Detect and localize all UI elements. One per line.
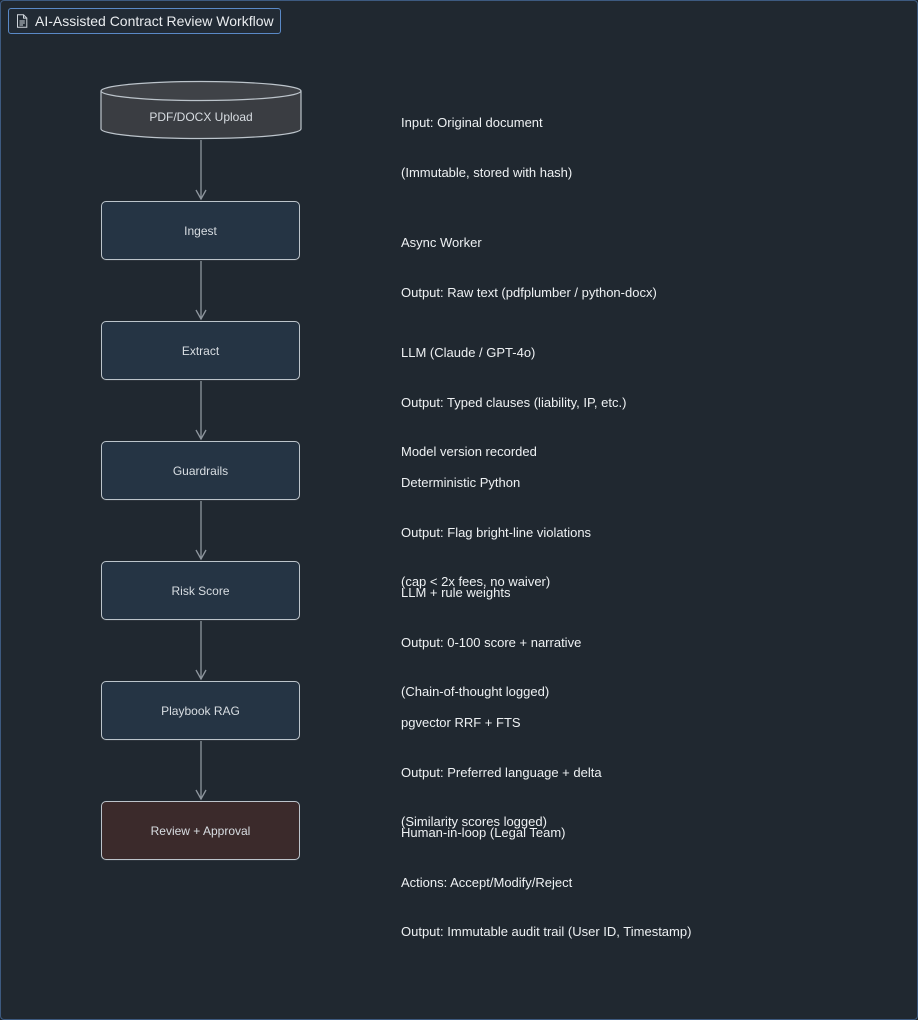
note-review-approval: Human-in-loop (Legal Team) Actions: Acce… bbox=[401, 792, 691, 974]
edge-playbook-review bbox=[195, 741, 207, 801]
note-upload: Input: Original document (Immutable, sto… bbox=[401, 82, 572, 214]
edge-upload-ingest bbox=[195, 140, 207, 201]
edge-ingest-extract bbox=[195, 261, 207, 321]
note-line: LLM + rule weights bbox=[401, 585, 511, 600]
node-review-approval[interactable]: Review + Approval bbox=[101, 801, 300, 860]
note-line: Model version recorded bbox=[401, 444, 537, 459]
document-icon bbox=[17, 14, 28, 28]
node-label: Guardrails bbox=[172, 463, 229, 478]
note-guardrails: Deterministic Python Output: Flag bright… bbox=[401, 442, 591, 624]
note-playbook-rag: pgvector RRF + FTS Output: Preferred lan… bbox=[401, 682, 602, 864]
note-line: LLM (Claude / GPT-4o) bbox=[401, 345, 536, 360]
diagram-title-chip[interactable]: AI-Assisted Contract Review Workflow bbox=[8, 8, 281, 34]
node-ingest[interactable]: Ingest bbox=[101, 201, 300, 260]
node-label: Extract bbox=[181, 343, 220, 358]
node-risk-score[interactable]: Risk Score bbox=[101, 561, 300, 620]
node-label: Review + Approval bbox=[150, 823, 251, 838]
node-label: Playbook RAG bbox=[161, 703, 240, 718]
node-label: Ingest bbox=[184, 223, 217, 238]
note-line: Output: Preferred language + delta bbox=[401, 764, 602, 780]
note-line: Async Worker bbox=[401, 235, 482, 250]
node-label: PDF/DOCX Upload bbox=[149, 110, 253, 124]
diagram-title: AI-Assisted Contract Review Workflow bbox=[35, 13, 274, 29]
note-ingest: Async Worker Output: Raw text (pdfplumbe… bbox=[401, 202, 657, 334]
edge-extract-guardrails bbox=[195, 381, 207, 441]
note-line: Output: Typed clauses (liability, IP, et… bbox=[401, 394, 627, 410]
note-extract: LLM (Claude / GPT-4o) Output: Typed clau… bbox=[401, 312, 626, 494]
note-line: Output: Raw text (pdfplumber / python-do… bbox=[401, 284, 657, 300]
note-line: (Immutable, stored with hash) bbox=[401, 164, 573, 180]
note-line: Actions: Accept/Modify/Reject bbox=[401, 874, 573, 890]
note-line: (cap < 2x fees, no waiver) bbox=[401, 574, 551, 589]
node-playbook-rag[interactable]: Playbook RAG bbox=[101, 681, 300, 740]
edge-risk-playbook bbox=[195, 621, 207, 681]
note-line: pgvector RRF + FTS bbox=[401, 715, 521, 730]
note-line: Output: 0-100 score + narrative bbox=[401, 634, 582, 650]
note-risk-score: LLM + rule weights Output: 0-100 score +… bbox=[401, 552, 581, 734]
database-cylinder-icon bbox=[100, 80, 302, 140]
node-guardrails[interactable]: Guardrails bbox=[101, 441, 300, 500]
note-line: Human-in-loop (Legal Team) bbox=[401, 825, 566, 840]
node-extract[interactable]: Extract bbox=[101, 321, 300, 380]
note-line: Output: Immutable audit trail (User ID, … bbox=[401, 924, 692, 939]
node-label: Risk Score bbox=[171, 583, 230, 598]
note-line: (Similarity scores logged) bbox=[401, 814, 547, 829]
note-line: Input: Original document bbox=[401, 115, 543, 130]
note-line: Deterministic Python bbox=[401, 475, 521, 490]
note-line: Output: Flag bright-line violations bbox=[401, 524, 592, 540]
node-pdf-docx-upload[interactable]: PDF/DOCX Upload bbox=[100, 80, 302, 140]
note-line: (Chain-of-thought logged) bbox=[401, 684, 550, 699]
edge-guardrails-risk bbox=[195, 501, 207, 561]
